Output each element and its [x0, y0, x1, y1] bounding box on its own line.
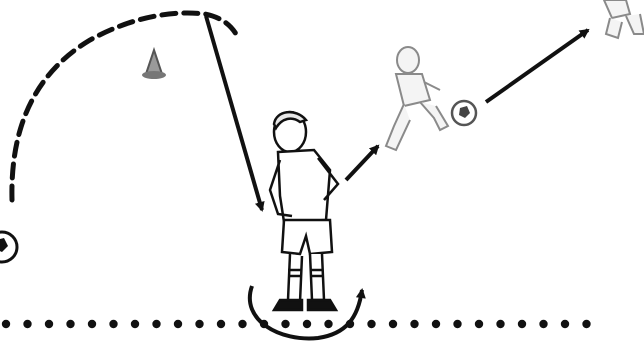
dot	[582, 320, 590, 328]
dot	[260, 320, 268, 328]
arrow-to-player	[206, 16, 262, 210]
dot	[324, 320, 332, 328]
ball-icon-left	[0, 232, 17, 262]
turn-arrow	[250, 286, 362, 338]
dot	[346, 320, 354, 328]
dot	[238, 320, 246, 328]
dot	[217, 320, 225, 328]
dotted-line	[2, 320, 591, 328]
ball-icon-middle	[452, 101, 476, 125]
dot	[539, 320, 547, 328]
dot	[23, 320, 31, 328]
dot	[475, 320, 483, 328]
arrow-to-middle-player	[346, 146, 378, 180]
dot	[131, 320, 139, 328]
dot	[152, 320, 160, 328]
player-center	[270, 112, 338, 310]
dot	[281, 320, 289, 328]
dot	[88, 320, 96, 328]
dot	[453, 320, 461, 328]
dot	[66, 320, 74, 328]
dot	[195, 320, 203, 328]
arrow-to-top-right-player	[486, 30, 588, 102]
player-middle	[386, 47, 448, 150]
dot	[45, 320, 53, 328]
dot	[410, 320, 418, 328]
dot	[389, 320, 397, 328]
player-top-right	[604, 0, 644, 38]
dot	[367, 320, 375, 328]
dot	[303, 320, 311, 328]
cone-icon	[142, 50, 166, 79]
dot	[561, 320, 569, 328]
dot	[2, 320, 10, 328]
dashed-ball-path	[12, 13, 236, 200]
dot	[109, 320, 117, 328]
dot	[496, 320, 504, 328]
dot	[432, 320, 440, 328]
dot	[518, 320, 526, 328]
dot	[174, 320, 182, 328]
